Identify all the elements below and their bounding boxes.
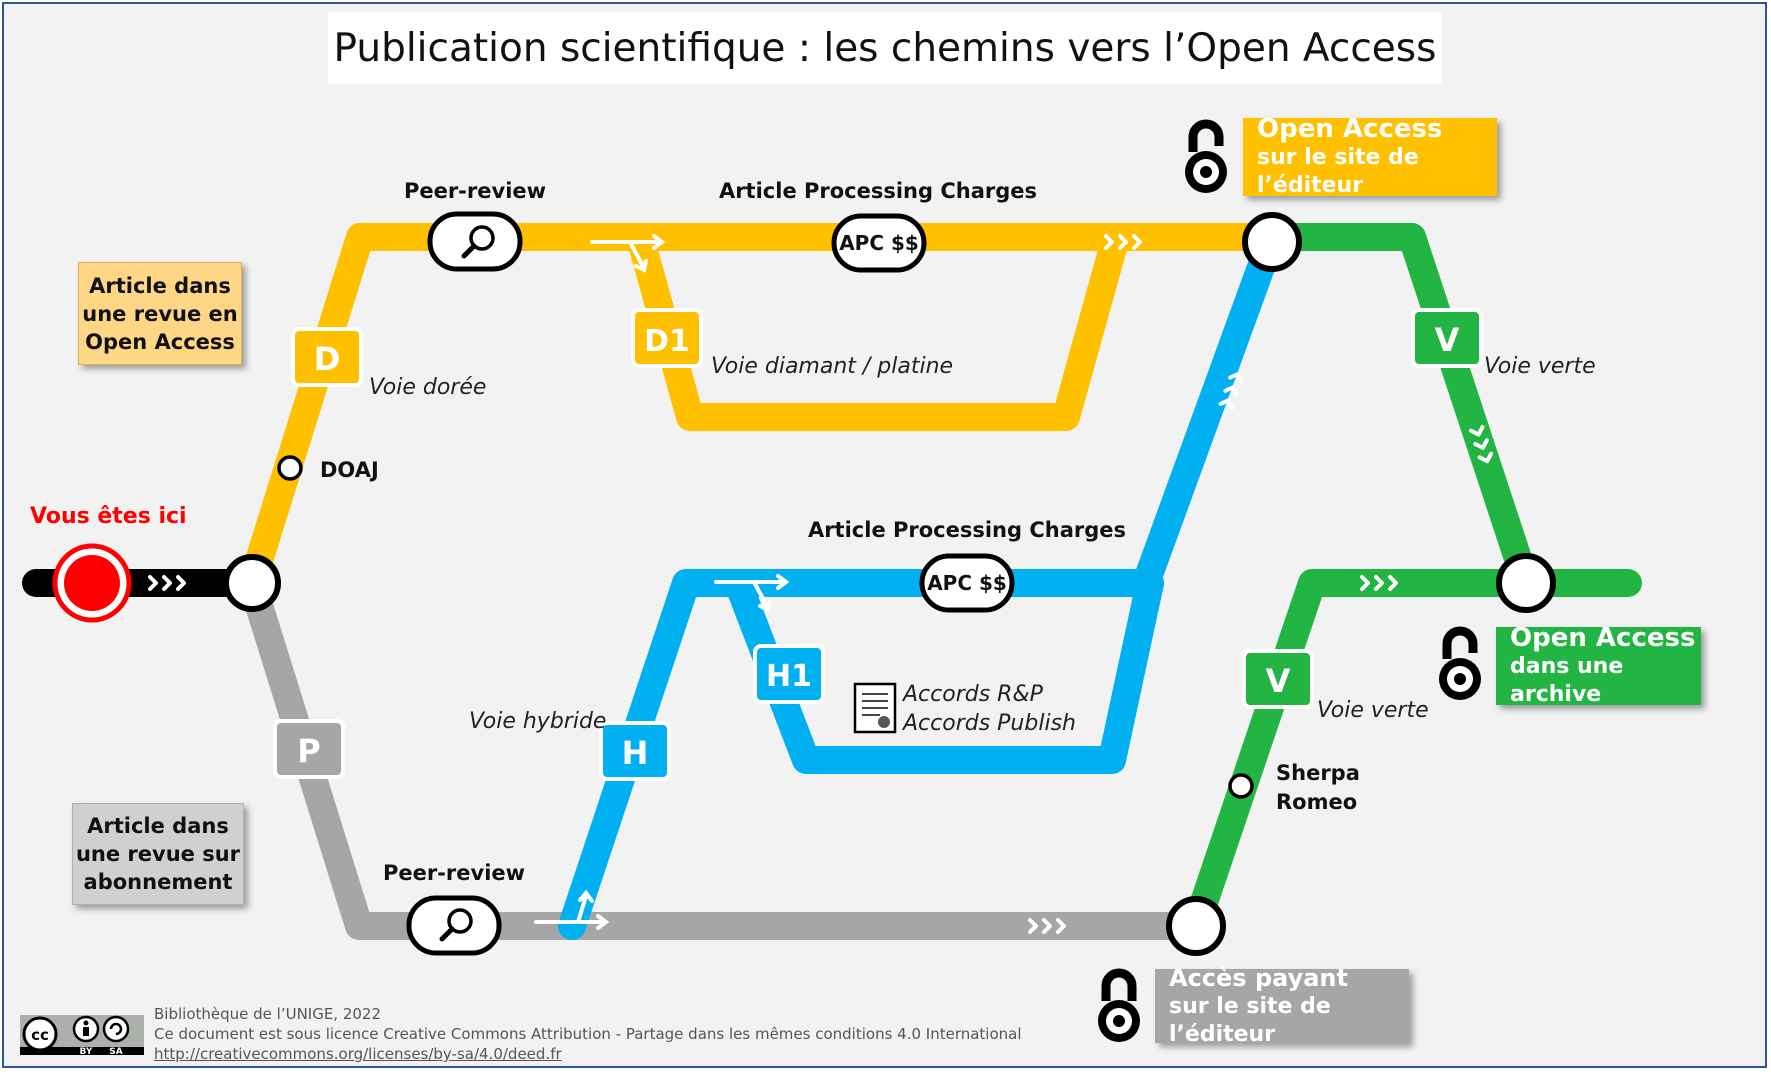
paid-access-card: Accès payant sur le site de l’éditeur <box>1155 964 1409 1047</box>
junction-start <box>223 554 281 612</box>
sherpa-label: Sherpa <box>1276 761 1360 785</box>
station-V-top: V <box>1411 308 1483 368</box>
closed-lock-icon <box>1098 973 1140 1042</box>
accords-publish-label: Accords Publish <box>901 711 1076 736</box>
svg-text:H: H <box>622 734 649 772</box>
svg-text:cc: cc <box>31 1026 49 1044</box>
svg-text:V: V <box>1435 321 1460 359</box>
junction-oa-archive <box>1496 553 1556 613</box>
branch-arrow-icon <box>534 889 610 930</box>
apc-label-mid: Article Processing Charges <box>808 518 1126 542</box>
stop-doaj <box>277 455 303 481</box>
station-H: H <box>599 721 671 781</box>
footer: Bibliothèque de l’UNIGE, 2022 Ce documen… <box>154 1004 1022 1064</box>
svg-text:V: V <box>1266 662 1291 700</box>
license-link[interactable]: http://creativecommons.org/licenses/by-s… <box>154 1045 562 1063</box>
diagram-title: Publication scientifique : les chemins v… <box>333 25 1437 71</box>
romeo-label: Romeo <box>1276 790 1357 814</box>
oa-publisher-card: Open Access sur le site de l’éditeur <box>1243 114 1497 198</box>
you-are-here-label: Vous êtes ici <box>30 504 187 529</box>
open-lock-icon <box>1439 631 1481 700</box>
apc-pill-top <box>831 213 927 273</box>
voie-verte-bottom-label: Voie verte <box>1317 698 1429 723</box>
svg-text:H1: H1 <box>766 659 812 694</box>
voie-hybride-label: Voie hybride <box>469 709 606 734</box>
station-V-bottom: V <box>1242 649 1314 709</box>
junction-oa-publisher <box>1242 212 1302 272</box>
apc-pill-top-label: APC $$ <box>839 231 919 255</box>
oa-archive-card: Open Access dans une archive <box>1496 623 1701 707</box>
voie-diamant-label: Voie diamant / platine <box>711 354 953 379</box>
station-D: D <box>291 327 363 387</box>
station-D1: D1 <box>631 308 703 368</box>
voie-doree-label: Voie dorée <box>369 375 486 400</box>
stop-sherpa <box>1228 773 1254 799</box>
certificate-icon <box>853 682 897 734</box>
footer-credit: Bibliothèque de l’UNIGE, 2022 <box>154 1005 382 1023</box>
junction-paid-access <box>1166 896 1226 956</box>
oa-journal-card: Article dans une revue en Open Access <box>78 262 242 365</box>
voie-verte-top-label: Voie verte <box>1484 354 1596 379</box>
peer-review-pill-top <box>427 211 523 272</box>
branch-arrow-icon <box>590 234 666 273</box>
svg-text:D1: D1 <box>644 324 690 359</box>
svg-text:SA: SA <box>109 1047 122 1057</box>
svg-text:BY: BY <box>80 1047 93 1057</box>
subscription-journal-card: Article dans une revue sur abonnement <box>72 803 244 905</box>
branch-arrow-icon <box>714 574 790 613</box>
peer-review-pill-bottom <box>406 895 502 956</box>
you-are-here-marker <box>52 543 132 623</box>
apc-label-top: Article Processing Charges <box>719 179 1037 203</box>
svg-text:D: D <box>314 340 341 378</box>
peer-review-label-top: Peer-review <box>404 179 546 203</box>
cc-license-icon: cc BY SA <box>20 1015 144 1057</box>
footer-license: Ce document est sous licence Creative Co… <box>154 1025 1022 1043</box>
accords-rp-label: Accords R&P <box>901 682 1044 707</box>
grey-line <box>238 569 1210 940</box>
svg-text:P: P <box>297 732 320 770</box>
station-P: P <box>273 719 345 779</box>
apc-pill-mid <box>919 553 1015 613</box>
apc-pill-mid-label: APC $$ <box>927 571 1007 595</box>
diagram-title-box: Publication scientifique : les chemins v… <box>328 12 1442 84</box>
peer-review-label-bottom: Peer-review <box>383 861 525 885</box>
station-H1: H1 <box>753 644 825 704</box>
open-lock-icon <box>1185 124 1227 193</box>
doaj-label: DOAJ <box>320 458 379 482</box>
